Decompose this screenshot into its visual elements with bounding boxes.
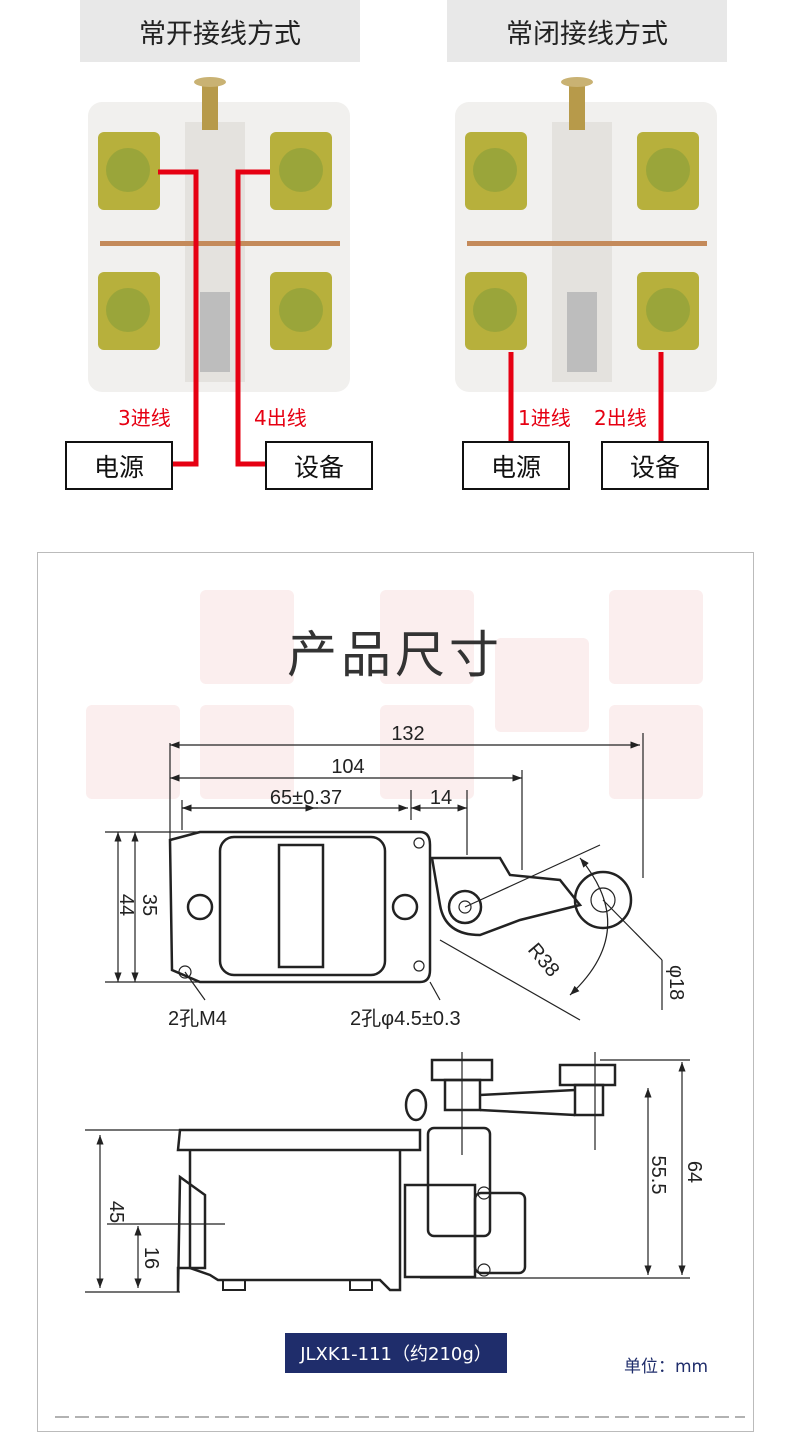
side-view (85, 1052, 690, 1293)
unit-label: 单位：mm (624, 1357, 709, 1377)
normally-closed-title: 常闭接线方式 (447, 0, 727, 62)
dim-64: 64 (683, 1161, 705, 1183)
dim-104: 104 (331, 756, 364, 778)
switch-body-normally-open (88, 77, 350, 392)
watermark-square (380, 705, 474, 799)
dim-r38: R38 (523, 939, 563, 981)
power-source-box: 电源 (462, 441, 570, 490)
watermark-square (86, 705, 180, 799)
label-2-holes-phi: 2孔φ4.5±0.3 (350, 1007, 461, 1030)
dim-45: 45 (105, 1201, 127, 1223)
in-label-3: 3进线 (118, 406, 171, 430)
in-label-1: 1进线 (518, 406, 571, 430)
switch-body-normally-closed (455, 77, 717, 392)
power-source-box: 电源 (65, 441, 173, 490)
switch-illustrations (88, 77, 717, 467)
normally-open-title: 常开接线方式 (80, 0, 360, 62)
dim-44: 44 (115, 894, 137, 916)
dim-phi18: φ18 (665, 965, 687, 1000)
watermark-square (380, 590, 474, 684)
dim-55-5: 55.5 (647, 1156, 669, 1195)
out-label-4: 4出线 (254, 406, 307, 430)
watermark-square (200, 590, 294, 684)
watermark-square (609, 705, 703, 799)
dim-14: 14 (430, 787, 452, 809)
watermark-square (200, 705, 294, 799)
dim-132: 132 (391, 723, 424, 745)
dim-35: 35 (138, 894, 160, 916)
watermark-square (495, 638, 589, 732)
dimensions-title: 产品尺寸 (287, 626, 503, 684)
dim-16: 16 (140, 1247, 162, 1269)
top-view (105, 733, 663, 1021)
out-label-2: 2出线 (594, 406, 647, 430)
model-badge: JLXK1-111（约210g） (285, 1333, 507, 1373)
device-box: 设备 (601, 441, 709, 490)
device-box: 设备 (265, 441, 373, 490)
label-2-holes-m4: 2孔M4 (168, 1007, 227, 1030)
wires (158, 169, 664, 467)
dim-65: 65±0.37 (270, 787, 342, 809)
watermark-square (609, 590, 703, 684)
